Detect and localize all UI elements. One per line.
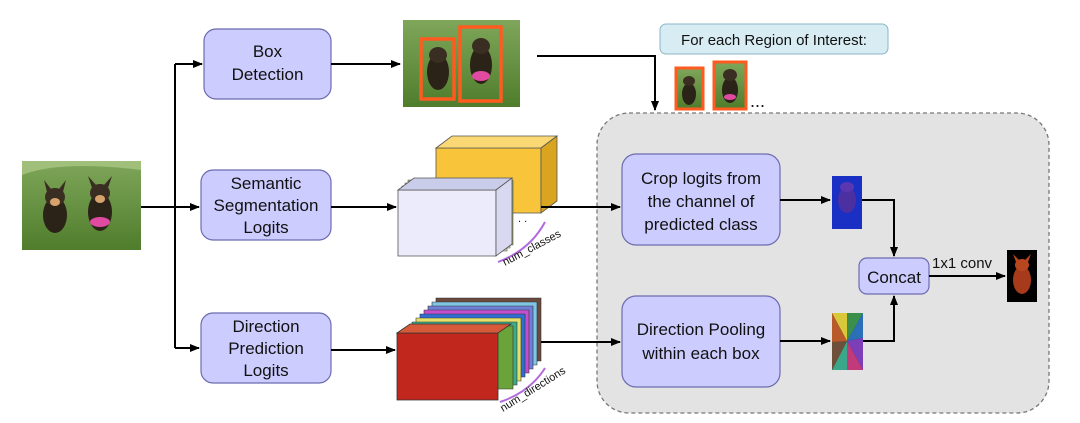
node-crop-logits: Crop logits from the channel of predicte…	[621, 153, 781, 246]
direction-pred-line-3: Logits	[243, 361, 288, 380]
roi-banner-text: For each Region of Interest:	[681, 32, 867, 49]
node-concat: Concat	[858, 257, 930, 295]
roi-banner: For each Region of Interest:	[659, 23, 889, 55]
cropped-class-logit	[832, 176, 862, 229]
stack-dots: . .	[518, 213, 527, 225]
bbox-dog-2	[458, 25, 503, 103]
connectors	[141, 55, 1006, 354]
direction-pred-line-1: Direction	[232, 317, 299, 336]
semantic-seg-line-3: Logits	[243, 218, 288, 237]
roi-crop-1	[674, 66, 705, 111]
box-detection-line-1: Box	[253, 42, 283, 61]
crop-logits-line-2: the channel of	[648, 192, 755, 211]
concat-label: Concat	[867, 268, 921, 287]
roi-ellipsis: ...	[750, 91, 765, 111]
box-detection-line-2: Detection	[232, 65, 304, 84]
output-mask	[1007, 250, 1037, 302]
semantic-seg-line-1: Semantic	[231, 174, 302, 193]
roi-crop-2	[712, 60, 748, 111]
direction-pooling-line-2: within each box	[641, 344, 760, 363]
semantic-seg-line-2: Segmentation	[214, 196, 319, 215]
conv-label: 1x1 conv	[932, 255, 993, 272]
node-direction-pooling: Direction Pooling within each box	[621, 295, 781, 388]
crop-logits-line-1: Crop logits from	[641, 169, 761, 188]
pooled-direction-map	[832, 313, 863, 370]
crop-logits-line-3: predicted class	[644, 215, 757, 234]
semantic-logits-stack: . . num_classes	[396, 135, 564, 269]
input-image	[22, 161, 141, 250]
node-direction-pred: Direction Prediction Logits	[200, 312, 332, 384]
bbox-dog-1	[419, 37, 456, 101]
node-semantic-seg: Semantic Segmentation Logits	[200, 169, 332, 241]
direction-logits-stack: num_directions	[395, 297, 568, 415]
detection-image	[403, 20, 520, 107]
node-box-detection: Box Detection	[203, 28, 332, 100]
direction-pooling-line-1: Direction Pooling	[637, 320, 766, 339]
direction-pred-line-2: Prediction	[228, 339, 304, 358]
